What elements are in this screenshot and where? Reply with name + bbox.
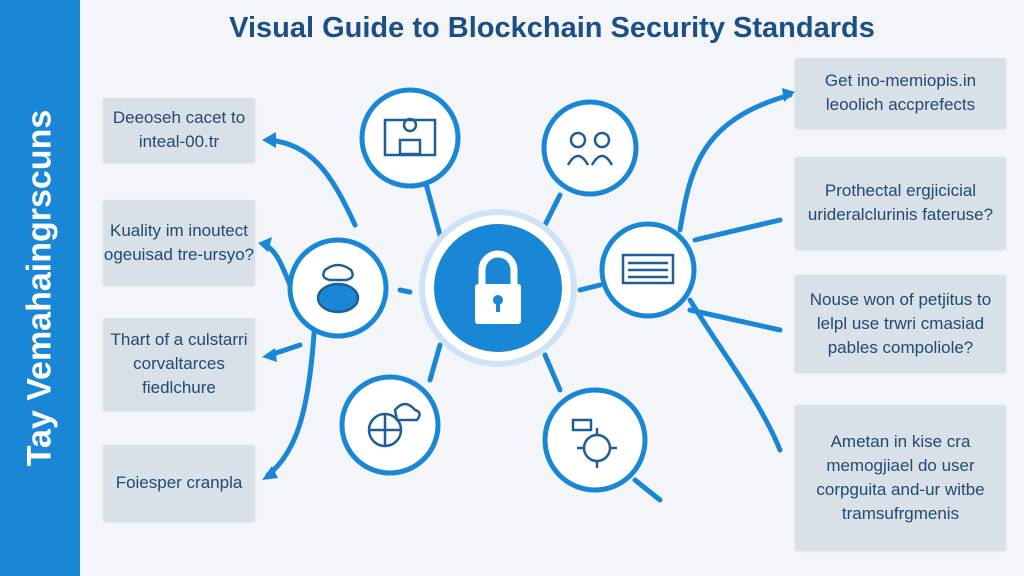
arrowhead	[782, 88, 795, 102]
connector	[267, 137, 358, 228]
server-icon	[621, 253, 675, 285]
sidebar: Tay Vemahaingrscuns	[0, 0, 80, 576]
arrowhead	[262, 132, 276, 148]
connector	[677, 92, 793, 233]
left-box-2: Kuality im inoutect ogeuisad tre-ursyo?	[103, 200, 255, 285]
box-text: Nouse won of petjitus to lelpl use trwri…	[809, 289, 992, 357]
connector	[692, 217, 783, 243]
globe-cloud-icon	[367, 402, 421, 448]
arrowhead	[262, 348, 277, 362]
page-title: Visual Guide to Blockchain Security Stan…	[229, 12, 875, 44]
arrowhead	[258, 237, 272, 252]
connector	[422, 177, 443, 238]
connector	[632, 477, 663, 503]
connector	[687, 297, 783, 453]
node-globe-cloud	[339, 374, 441, 476]
arrowhead	[262, 466, 278, 480]
box-text: Get ino-memiopis.in leoolich accprefects	[824, 71, 977, 114]
chat-head-icon	[316, 263, 360, 314]
right-box-2: Prothectal ergjicicial urideralclurinis …	[795, 157, 1006, 249]
connector	[542, 192, 563, 228]
connector	[427, 342, 443, 383]
connector	[577, 282, 603, 293]
box-text: Foiesper cranpla	[115, 473, 243, 492]
box-text: Thart of a culstarri corvaltarces fiedlc…	[110, 330, 248, 397]
connector	[397, 287, 413, 295]
box-text: Deeoseh cacet to inteal-00.tr	[112, 108, 246, 151]
virus-shield-icon	[571, 418, 617, 468]
box-text: Ametan in kise cra memogjiael do user co…	[816, 431, 985, 523]
node-virus-shield	[542, 387, 648, 493]
box-text: Kuality im inoutect ogeuisad tre-ursyo?	[103, 220, 255, 264]
right-box-1: Get ino-memiopis.in leoolich accprefects	[795, 58, 1006, 128]
connector	[265, 317, 318, 478]
box-text: Prothectal ergjicicial urideralclurinis …	[807, 181, 994, 224]
left-box-3: Thart of a culstarri corvaltarces fiedlc…	[103, 318, 255, 410]
right-box-4: Ametan in kise cra memogjiael do user co…	[795, 405, 1006, 550]
connector	[262, 242, 293, 288]
center-node	[419, 209, 577, 367]
right-box-3: Nouse won of petjitus to lelpl use trwri…	[795, 275, 1006, 372]
left-box-4: Foiesper cranpla	[103, 445, 255, 521]
people-desk-icon	[383, 117, 437, 157]
lock-icon	[475, 250, 521, 324]
left-box-1: Deeoseh cacet to inteal-00.tr	[103, 98, 255, 162]
connector	[687, 307, 783, 333]
team-meeting-icon	[566, 131, 614, 166]
connector	[542, 352, 563, 393]
node-people-desk	[359, 87, 461, 189]
node-team-meeting	[541, 99, 639, 197]
